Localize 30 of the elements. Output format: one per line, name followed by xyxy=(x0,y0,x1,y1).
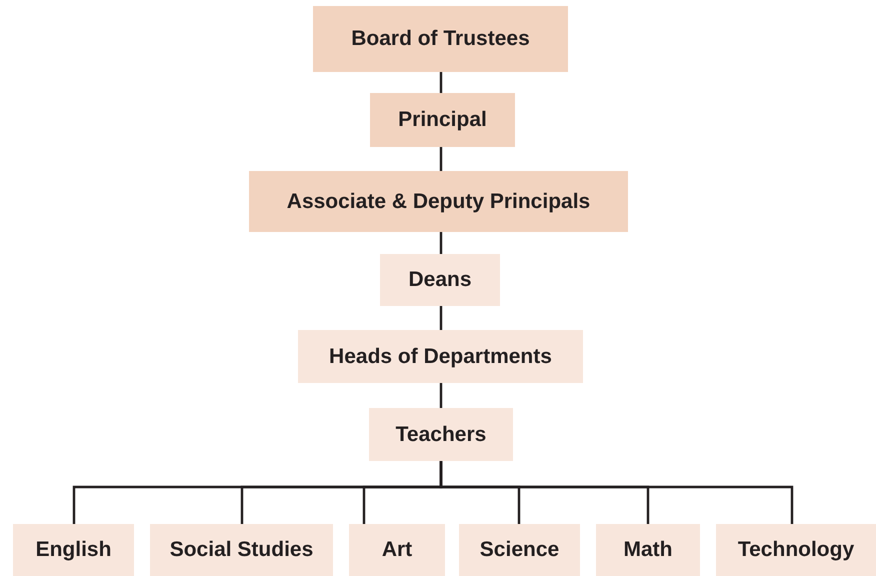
connector-line xyxy=(440,383,442,408)
role-label: Social Studies xyxy=(170,538,314,562)
role-box xyxy=(249,171,628,232)
role-box xyxy=(298,330,583,383)
connector-line xyxy=(440,306,442,330)
role-label: Deans xyxy=(408,268,472,292)
role-label: Board of Trustees xyxy=(351,27,530,51)
role-box xyxy=(716,524,876,576)
role-label: English xyxy=(36,538,112,562)
role-box xyxy=(380,254,500,306)
connector-line xyxy=(440,232,442,254)
role-box xyxy=(459,524,580,576)
role-label: Teachers xyxy=(396,422,486,446)
role-box xyxy=(150,524,333,576)
role-box xyxy=(370,93,515,147)
connector-line xyxy=(440,72,442,93)
role-label: Math xyxy=(624,538,672,562)
role-label: Principal xyxy=(398,108,487,132)
role-label: Technology xyxy=(738,538,854,562)
role-label: Associate & Deputy Principals xyxy=(286,190,590,214)
connector-line xyxy=(440,147,442,171)
connector-line xyxy=(440,461,794,524)
role-box xyxy=(596,524,700,576)
role-label: Art xyxy=(382,538,412,562)
role-box xyxy=(369,408,513,461)
role-label: Science xyxy=(480,538,560,562)
role-label: Heads of Departments xyxy=(329,344,552,368)
role-box xyxy=(349,524,445,576)
role-box xyxy=(13,524,134,576)
role-box xyxy=(313,6,568,72)
